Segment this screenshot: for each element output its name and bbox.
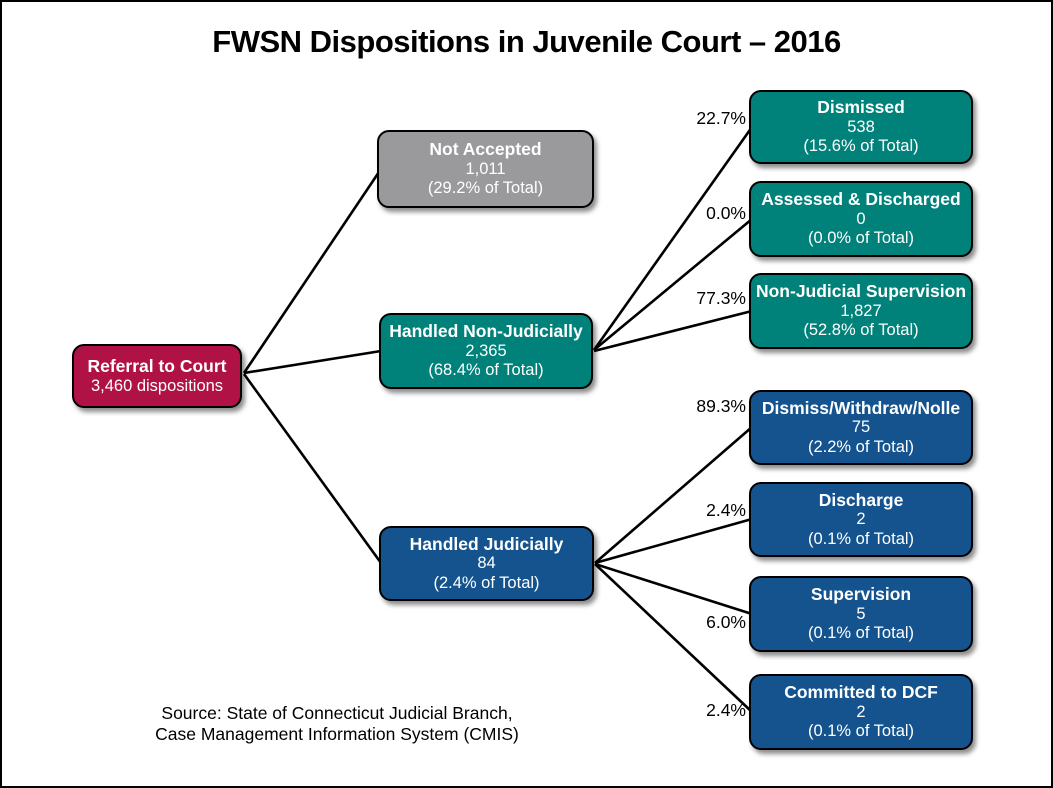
node-label: Committed to DCF (784, 682, 938, 703)
node-count: 1,011 (465, 159, 506, 178)
edge-percent-supervision: 6.0% (706, 612, 746, 632)
node-label: Not Accepted (429, 139, 542, 160)
node-label: Handled Judicially (409, 533, 564, 554)
node-count: 2,365 (465, 341, 507, 360)
node-share: (29.2% of Total) (427, 179, 544, 198)
node-count: 538 (847, 117, 875, 136)
node-count: 1,827 (840, 301, 882, 320)
node-label: Dismissed (817, 97, 905, 118)
node-share: (0.0% of Total) (807, 229, 915, 248)
edge-percent-dismissed: 22.7% (696, 108, 746, 128)
node-count: 2 (856, 702, 866, 721)
edge-root-to-non-judicial (243, 349, 382, 375)
node-not-accepted: Not Accepted 1,011 (29.2% of Total) (377, 130, 594, 208)
node-assessed-discharged: Assessed & Discharged 0 (0.0% of Total) (749, 181, 973, 257)
edge-root-to-not-accepted (242, 168, 383, 374)
node-count: 2 (856, 510, 866, 529)
node-dismissed: Dismissed 538 (15.6% of Total) (749, 90, 973, 164)
edge-percent-nonjud-supervision: 77.3% (696, 288, 746, 308)
edge-nonjud-to-assessed (593, 217, 753, 352)
node-label: Supervision (810, 584, 912, 605)
node-label: Discharge (818, 489, 904, 510)
source-line-2: Case Management Information System (CMIS… (155, 723, 519, 744)
node-dismiss-withdraw-nolle: Dismiss/Withdraw/Nolle 75 (2.2% of Total… (749, 390, 973, 465)
page-title: FWSN Dispositions in Juvenile Court – 20… (212, 24, 841, 59)
edge-jud-to-discharge (594, 517, 753, 565)
node-discharge: Discharge 2 (0.1% of Total) (749, 482, 973, 557)
node-label: Non-Judicial Supervision (755, 281, 967, 302)
node-share: (2.4% of Total) (433, 573, 540, 592)
node-supervision: Supervision 5 (0.1% of Total) (749, 576, 973, 652)
edge-nonjud-to-dismissed (592, 126, 754, 351)
node-share: (15.6% of Total) (803, 137, 919, 156)
node-count: 5 (856, 604, 866, 623)
edge-percent-dismiss-withdraw: 89.3% (696, 396, 746, 416)
edge-nonjud-to-supervision (593, 309, 753, 353)
edge-jud-to-dismiss-withdraw (594, 426, 753, 564)
node-share: (0.1% of Total) (807, 722, 915, 741)
node-share: (52.8% of Total) (803, 321, 919, 340)
node-handled-non-judicially: Handled Non-Judicially 2,365 (68.4% of T… (379, 313, 593, 389)
edge-jud-to-committed-dcf (594, 563, 753, 713)
node-count: 75 (851, 418, 871, 437)
node-share: (2.2% of Total) (807, 437, 915, 456)
edge-jud-to-supervision (594, 562, 753, 616)
node-count: 0 (856, 209, 866, 228)
source-note: Source: State of Connecticut Judicial Br… (97, 703, 577, 744)
source-line-1: Source: State of Connecticut Judicial Br… (161, 703, 513, 723)
node-share: (0.1% of Total) (807, 624, 915, 643)
node-share: (0.1% of Total) (807, 529, 915, 548)
node-non-judicial-supervision: Non-Judicial Supervision 1,827 (52.8% of… (749, 273, 973, 349)
node-committed-to-dcf: Committed to DCF 2 (0.1% of Total) (749, 674, 973, 750)
node-label: Dismiss/Withdraw/Nolle (761, 397, 961, 418)
node-share: (68.4% of Total) (428, 361, 544, 380)
node-label: Assessed & Discharged (761, 189, 961, 210)
edge-root-to-judicial (242, 373, 383, 564)
edge-percent-committed-dcf: 2.4% (706, 700, 746, 720)
node-label: Handled Non-Judicially (389, 321, 583, 342)
edge-percent-assessed: 0.0% (706, 203, 746, 223)
node-handled-judicially: Handled Judicially 84 (2.4% of Total) (379, 526, 594, 601)
node-label: Referral to Court (87, 356, 227, 377)
node-value: 3,460 dispositions (90, 376, 224, 395)
node-referral-to-court: Referral to Court 3,460 dispositions (72, 344, 242, 408)
node-count: 84 (477, 554, 496, 573)
edge-percent-discharge: 2.4% (706, 500, 746, 520)
